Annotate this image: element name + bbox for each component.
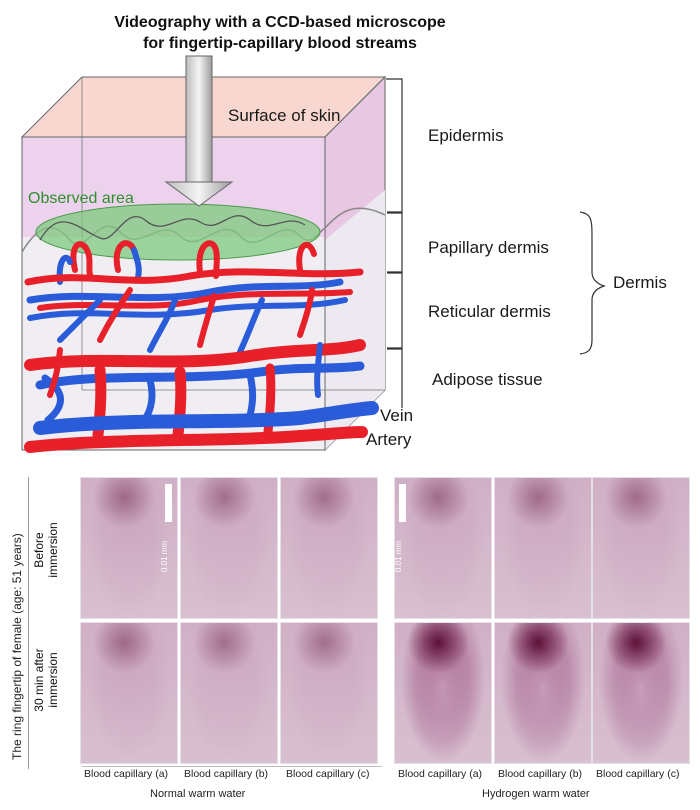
surface-of-skin-label: Surface of skin bbox=[228, 106, 341, 125]
micrograph-hydrogen-before-c bbox=[592, 477, 690, 619]
diagram-title-line1: Videography with a CCD-based microscope bbox=[114, 14, 446, 31]
micrograph-hydrogen-after-a bbox=[394, 622, 492, 764]
diagram-title-line2: for fingertip-capillary blood streams bbox=[143, 35, 417, 52]
layer-brackets bbox=[386, 78, 606, 408]
caption-normal-a: Blood capillary (a) bbox=[84, 768, 169, 780]
papillary-dermis-label: Papillary dermis bbox=[428, 238, 549, 257]
micrograph-normal-after-c bbox=[280, 622, 378, 764]
row-before-line2: immersion bbox=[46, 522, 60, 578]
row-label-after: 30 min after immersion bbox=[32, 625, 60, 735]
capillary-loops bbox=[56, 240, 317, 285]
adipose-tissue-label: Adipose tissue bbox=[432, 370, 543, 389]
caption-normal-b: Blood capillary (b) bbox=[184, 768, 269, 780]
micrograph-hydrogen-after-c bbox=[592, 622, 690, 764]
micrograph-normal-after-b bbox=[180, 622, 278, 764]
micrograph-hydrogen-after-b bbox=[494, 622, 592, 764]
vein-label: Vein bbox=[380, 406, 414, 425]
artery-vessel bbox=[24, 426, 368, 453]
scale-bar-hydrogen bbox=[399, 484, 406, 522]
scale-label-normal: 0.01 mm bbox=[160, 540, 169, 572]
micrograph-normal-before-b bbox=[180, 477, 278, 619]
micrograph-normal-before-a bbox=[80, 477, 178, 619]
row-label-before: Before immersion bbox=[32, 510, 60, 590]
caption-hydrogen-c: Blood capillary (c) bbox=[596, 768, 680, 780]
row-before-line1: Before bbox=[32, 532, 46, 568]
scale-bar-normal bbox=[165, 484, 172, 522]
blood-vessel-network bbox=[24, 268, 366, 441]
observed-area-ellipse bbox=[35, 203, 321, 261]
row-after-line1: 30 min after bbox=[32, 648, 46, 712]
vein-vessel bbox=[33, 401, 379, 435]
group-hydrogen-label: Hydrogen warm water bbox=[482, 788, 590, 800]
left-divider bbox=[28, 477, 29, 769]
epidermis-label: Epidermis bbox=[428, 126, 504, 145]
reticular-dermis-label: Reticular dermis bbox=[428, 302, 551, 321]
caption-normal-c: Blood capillary (c) bbox=[286, 768, 370, 780]
microscope-arrow bbox=[164, 55, 234, 207]
skin-diagram bbox=[20, 55, 606, 453]
diagram-title: Videography with a CCD-based microscope … bbox=[0, 12, 560, 54]
observed-area-label: Observed area bbox=[28, 190, 134, 207]
row-after-line2: immersion bbox=[46, 652, 60, 708]
micrograph-normal-before-c bbox=[280, 477, 378, 619]
micrograph-normal-after-a bbox=[80, 622, 178, 764]
artery-label: Artery bbox=[366, 430, 412, 449]
dermis-label: Dermis bbox=[613, 273, 667, 292]
caption-hydrogen-b: Blood capillary (b) bbox=[498, 768, 583, 780]
micrograph-hydrogen-before-a bbox=[394, 477, 492, 619]
group-normal-label: Normal warm water bbox=[150, 788, 246, 800]
micrograph-hydrogen-before-b bbox=[494, 477, 592, 619]
subject-label: The ring fingertip of female (age: 51 ye… bbox=[10, 533, 24, 760]
scale-label-hydrogen: 0.01 mm bbox=[394, 540, 403, 572]
caption-hydrogen-a: Blood capillary (a) bbox=[398, 768, 483, 780]
